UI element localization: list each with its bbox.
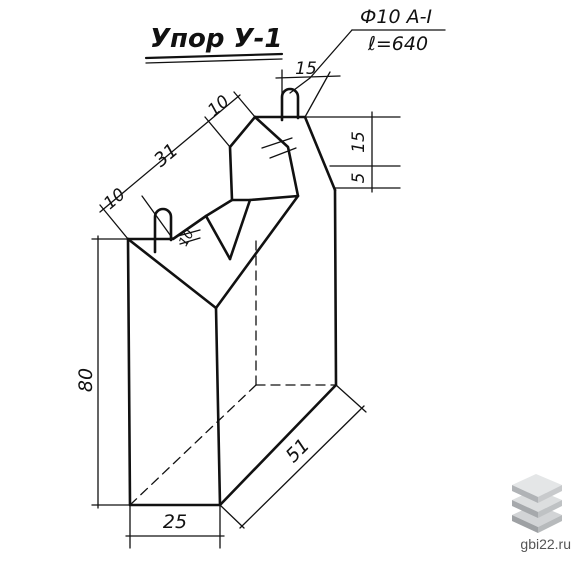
loop-right-icon xyxy=(280,87,300,122)
notch-inner-edge xyxy=(204,115,257,218)
slope-ridge xyxy=(214,194,300,310)
rebar-diameter: Ф10 А-I xyxy=(360,6,432,28)
dim-height-label: 80 xyxy=(75,368,97,392)
loop-left-legs xyxy=(177,229,201,245)
dim-loop-small-label: 10 xyxy=(176,227,197,249)
title-block: Упор У-1 xyxy=(144,24,284,64)
dim-loop-small: 10 xyxy=(176,227,197,249)
top-left-edge xyxy=(126,214,232,261)
block-body xyxy=(126,115,338,507)
rebar-leader-line xyxy=(289,29,353,94)
dim-right-heights: 15 5 xyxy=(304,111,401,193)
title-underline xyxy=(144,52,284,60)
lifting-loop-right xyxy=(261,87,300,159)
rebar-label: Ф10 А-I ℓ=640 xyxy=(289,6,446,94)
watermark-site-text: gbi22.ru xyxy=(520,536,571,552)
stacked-slabs-icon xyxy=(512,474,562,533)
rebar-length: ℓ=640 xyxy=(367,33,428,55)
dim-depth-label: 51 xyxy=(281,434,314,467)
lifting-loop-left xyxy=(153,207,201,254)
drawing-title: Упор У-1 xyxy=(150,24,282,54)
dim-depth: 51 xyxy=(219,384,367,529)
front-slope-edge xyxy=(126,237,218,310)
dim-bottom-width: 25 xyxy=(125,504,225,549)
dim-top-right-offset-label: 10 xyxy=(204,92,233,121)
notch-back-edge xyxy=(228,115,300,261)
dim-right-height-upper-label: 15 xyxy=(349,131,369,153)
dim-top-left-offset-label: 10 xyxy=(100,185,129,214)
dim-height: 80 xyxy=(75,235,131,509)
dim-right-height-lower-label: 5 xyxy=(349,173,369,184)
dim-bottom-width-label: 25 xyxy=(163,511,187,533)
loop-right-legs xyxy=(261,137,297,159)
dim-loop-width-label: 15 xyxy=(295,59,317,79)
watermark: gbi22.ru xyxy=(512,474,571,552)
title-underline-2 xyxy=(145,58,283,64)
dim-loop-width: 15 xyxy=(275,59,341,118)
front-face-outline xyxy=(126,237,222,507)
loop-left-icon xyxy=(153,207,173,254)
